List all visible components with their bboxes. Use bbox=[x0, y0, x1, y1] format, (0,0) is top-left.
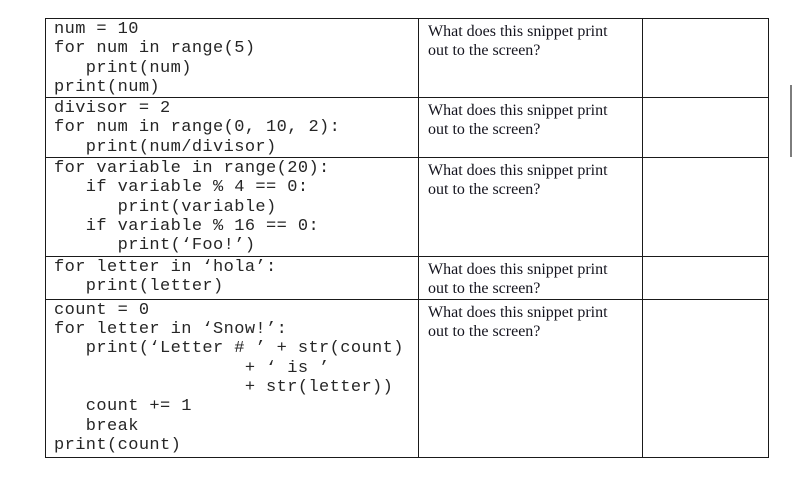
question-text: What does this snippet print out to the … bbox=[428, 102, 608, 139]
exercise-row-3: for variable in range(20): if variable %… bbox=[45, 157, 769, 258]
exercise-row-4: for letter in ‘hola’: print(letter) What… bbox=[45, 256, 769, 300]
question-text: What does this snippet print out to the … bbox=[428, 162, 608, 199]
code-snippet: count = 0 for letter in ‘Snow!’: print(‘… bbox=[54, 300, 404, 455]
answer-cell bbox=[642, 17, 769, 99]
answer-cell bbox=[642, 97, 769, 159]
answer-area bbox=[644, 159, 768, 256]
answer-area bbox=[644, 20, 768, 97]
code-cell: for variable in range(20): if variable %… bbox=[45, 157, 419, 258]
code-exercises-table: num = 10 for num in range(5) print(num) … bbox=[45, 17, 769, 458]
question-text: What does this snippet print out to the … bbox=[428, 303, 608, 341]
code-cell: count = 0 for letter in ‘Snow!’: print(‘… bbox=[45, 298, 419, 458]
exercise-row-2: divisor = 2 for num in range(0, 10, 2): … bbox=[45, 97, 769, 159]
answer-area bbox=[644, 99, 768, 157]
code-snippet: for letter in ‘hola’: print(letter) bbox=[54, 258, 277, 297]
answer-cell bbox=[642, 298, 769, 458]
code-cell: for letter in ‘hola’: print(letter) bbox=[45, 256, 419, 300]
answer-cell bbox=[642, 157, 769, 258]
question-text: What does this snippet print out to the … bbox=[428, 23, 608, 60]
exercise-row-1: num = 10 for num in range(5) print(num) … bbox=[45, 17, 769, 99]
question-cell: What does this snippet print out to the … bbox=[418, 157, 643, 258]
question-cell: What does this snippet print out to the … bbox=[418, 97, 643, 159]
code-cell: num = 10 for num in range(5) print(num) … bbox=[45, 17, 419, 99]
question-cell: What does this snippet print out to the … bbox=[418, 298, 643, 458]
answer-area bbox=[644, 258, 768, 299]
code-snippet: num = 10 for num in range(5) print(num) … bbox=[54, 20, 256, 97]
answer-area bbox=[644, 300, 768, 456]
code-cell: divisor = 2 for num in range(0, 10, 2): … bbox=[45, 97, 419, 159]
code-snippet: divisor = 2 for num in range(0, 10, 2): … bbox=[54, 99, 341, 157]
scrollbar-thumb[interactable] bbox=[790, 85, 792, 157]
question-cell: What does this snippet print out to the … bbox=[418, 17, 643, 99]
exercise-row-5: count = 0 for letter in ‘Snow!’: print(‘… bbox=[45, 298, 769, 458]
question-cell: What does this snippet print out to the … bbox=[418, 256, 643, 300]
answer-cell bbox=[642, 256, 769, 300]
code-snippet: for variable in range(20): if variable %… bbox=[54, 159, 330, 256]
question-text: What does this snippet print out to the … bbox=[428, 261, 608, 298]
